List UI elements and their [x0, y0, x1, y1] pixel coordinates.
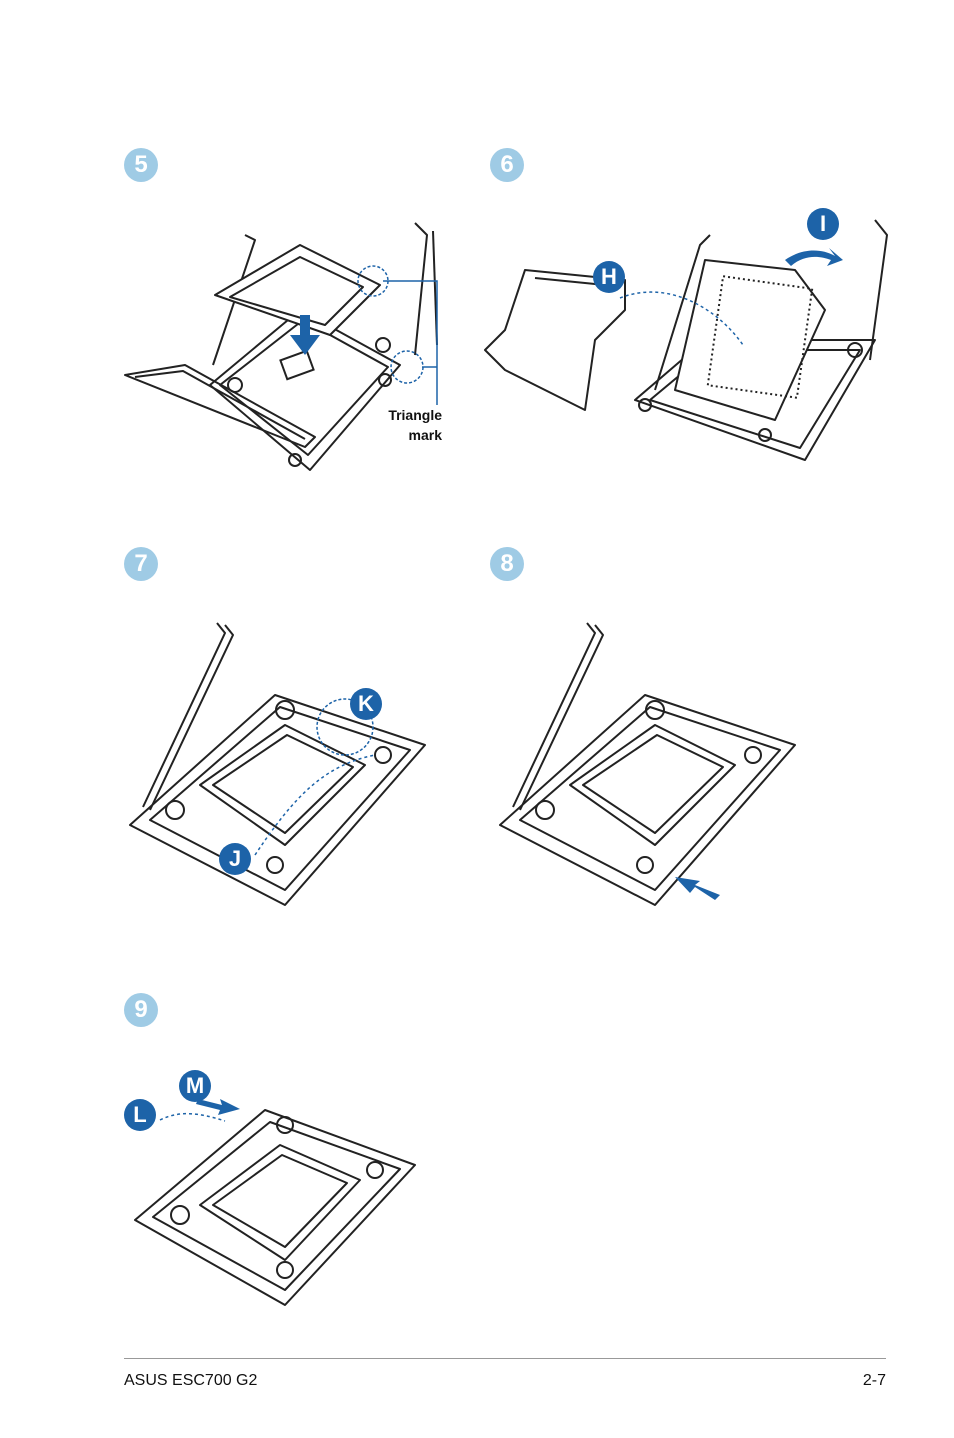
- footer-page-number: 2-7: [863, 1372, 886, 1390]
- step-8-badge: 8: [490, 547, 524, 581]
- step-6-badge: 6: [490, 148, 524, 182]
- footer-product: ASUS ESC700 G2: [124, 1372, 257, 1390]
- callout-h: H: [593, 261, 625, 293]
- step-9-badge: 9: [124, 993, 158, 1027]
- footer-divider: [124, 1358, 886, 1359]
- figure-step-8: [495, 615, 805, 915]
- figure-step-7: [125, 615, 435, 915]
- step-5-badge: 5: [124, 148, 158, 182]
- triangle-caption-line-2: mark: [362, 425, 442, 445]
- callout-j: J: [219, 843, 251, 875]
- step-7-badge: 7: [124, 547, 158, 581]
- triangle-caption-line-1: Triangle: [362, 405, 442, 425]
- callout-m: M: [179, 1070, 211, 1102]
- callout-k: K: [350, 688, 382, 720]
- callout-i: I: [807, 208, 839, 240]
- callout-l: L: [124, 1099, 156, 1131]
- figure-step-6: [475, 210, 895, 480]
- triangle-mark-caption: Triangle mark: [362, 405, 442, 445]
